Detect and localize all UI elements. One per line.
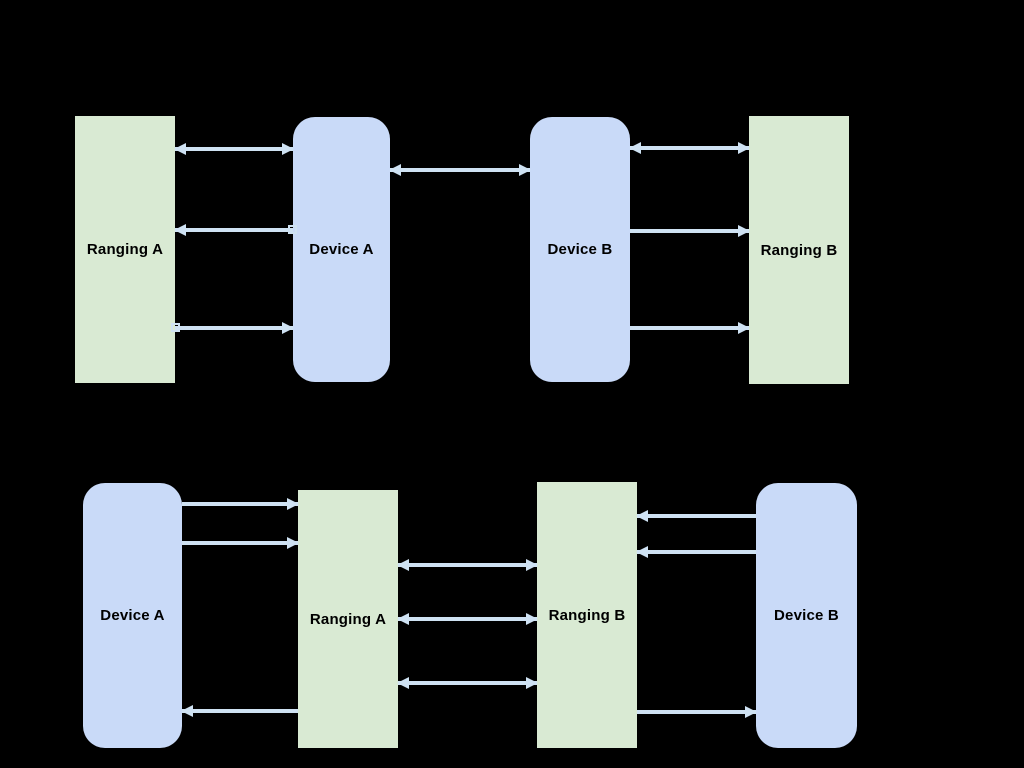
arrow-head-right [745, 706, 757, 718]
arrow-line [637, 514, 756, 518]
arrow-line [182, 502, 298, 506]
arrow-line [630, 146, 749, 150]
box-label-device-a: Device A [100, 607, 165, 624]
arrow-line [630, 229, 749, 233]
box-ranging-a: Ranging A [298, 490, 398, 748]
arrow-head-left [174, 224, 186, 236]
arrow-head-right [526, 613, 538, 625]
arrow-line [175, 326, 293, 330]
arrow-head-left [397, 613, 409, 625]
arrow-head-right [738, 322, 750, 334]
arrow-line [182, 709, 298, 713]
box-ranging-b: Ranging B [537, 482, 637, 748]
arrow-head-left [174, 143, 186, 155]
arrow-line [637, 710, 756, 714]
arrow-head-left [181, 705, 193, 717]
box-label-ranging-a: Ranging A [309, 610, 387, 628]
arrow-head-left [389, 164, 401, 176]
box-label-device-b: Device B [774, 607, 839, 624]
arrow-tail-square [171, 323, 180, 332]
arrow-head-left [636, 546, 648, 558]
box-label-ranging-b: Ranging B [548, 606, 626, 624]
arrow-head-right [738, 225, 750, 237]
arrow-line [398, 563, 537, 567]
box-ranging-b: Ranging B [749, 116, 849, 384]
arrow-line [398, 617, 537, 621]
arrow-head-right [282, 143, 294, 155]
arrow-line [398, 681, 537, 685]
box-ranging-a: Ranging A [75, 116, 175, 383]
arrow-head-right [526, 677, 538, 689]
arrow-head-right [526, 559, 538, 571]
arrow-line [182, 541, 298, 545]
arrow-head-left [397, 559, 409, 571]
arrow-head-right [738, 142, 750, 154]
arrow-head-right [282, 322, 294, 334]
arrow-head-right [519, 164, 531, 176]
arrow-head-left [397, 677, 409, 689]
box-device-a: Device A [293, 117, 390, 382]
arrow-head-right [287, 537, 299, 549]
arrow-head-left [636, 510, 648, 522]
arrow-line [637, 550, 756, 554]
box-label-ranging-b: Ranging B [760, 241, 838, 259]
arrow-line [175, 147, 293, 151]
arrow-line [175, 228, 293, 232]
box-device-b: Device B [530, 117, 630, 382]
box-device-a: Device A [83, 483, 182, 748]
box-label-device-b: Device B [547, 241, 613, 258]
box-device-b: Device B [756, 483, 857, 748]
arrow-line [390, 168, 530, 172]
box-label-device-a: Device A [309, 241, 374, 258]
arrow-tail-square [288, 225, 297, 234]
arrow-line [630, 326, 749, 330]
arrow-head-right [287, 498, 299, 510]
box-label-ranging-a: Ranging A [86, 241, 164, 258]
arrow-head-left [629, 142, 641, 154]
